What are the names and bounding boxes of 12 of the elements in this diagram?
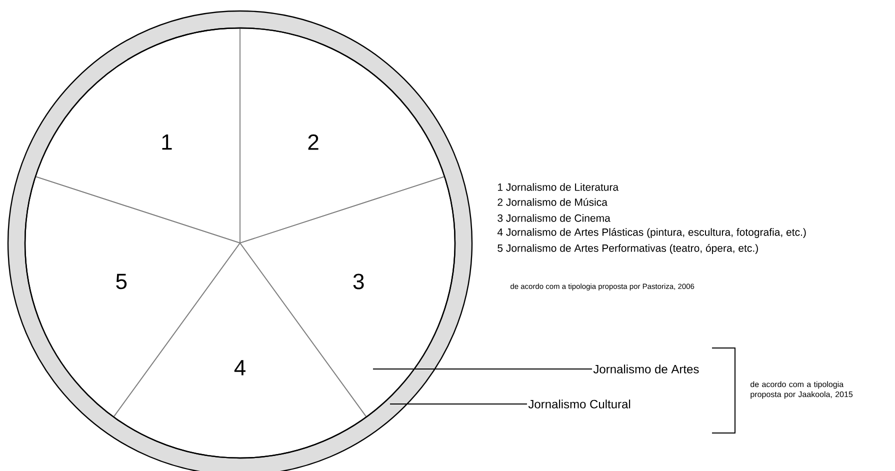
leader-label: Jornalismo de Artes (593, 364, 699, 374)
sector: 1 (35, 28, 240, 244)
note: de acordo com a tipologia proposta por Jaakoola, 2015 (750, 381, 853, 399)
sector: 2 (240, 28, 445, 244)
leader-line (390, 403, 528, 404)
leader-line (372, 368, 592, 370)
legend-item: 2 Jornalismo de Música (498, 198, 608, 206)
legend-item: 3 Jornalismo de Cinema (498, 214, 610, 222)
legend-item: 4 Jornalismo de Artes Plásticas (pintura, escultura, fotografia, etc.) (497, 228, 806, 238)
legend-item: 5 Jornalismo de Artes Performativas (teatro, ópera, etc.) (498, 244, 758, 254)
leader-label: Jornalismo Cultural (528, 400, 630, 408)
legend-item: 1 Jornalismo de Literatura (498, 183, 619, 191)
